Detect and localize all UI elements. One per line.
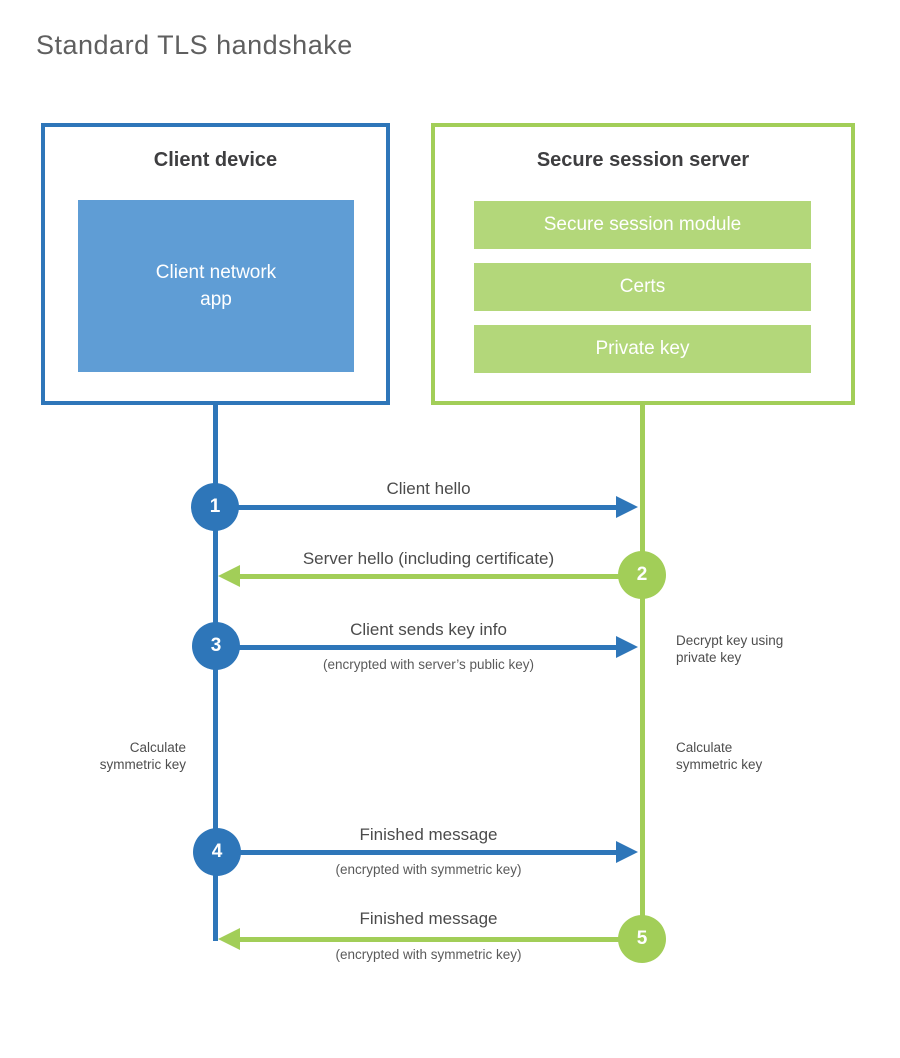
step-badge-1: 1 bbox=[191, 483, 239, 531]
client-lifeline bbox=[213, 401, 218, 941]
step-badge-4: 4 bbox=[193, 828, 241, 876]
secure-session-server-box: Secure session server Secure session mod… bbox=[431, 123, 855, 405]
arrow-server-hello bbox=[218, 565, 640, 587]
note-calc-symmetric-key-client: Calculate symmetric key bbox=[99, 740, 186, 772]
server-module-secure-session: Secure session module bbox=[474, 201, 811, 249]
step-badge-5: 5 bbox=[618, 915, 666, 963]
message-label-key-info: Client sends key info bbox=[350, 620, 507, 639]
note-calc-symmetric-key-server: Calculate symmetric key bbox=[676, 740, 763, 772]
message-label-server-hello: Server hello (including certificate) bbox=[302, 549, 555, 568]
message-label-finished-server: Finished message bbox=[359, 909, 498, 928]
arrow-finished-client bbox=[215, 841, 638, 863]
message-label-client-hello: Client hello bbox=[386, 479, 471, 498]
arrow-key-info bbox=[215, 636, 638, 658]
message-label-finished-client: Finished message bbox=[359, 825, 498, 844]
message-sublabel-finished-server: (encrypted with symmetric key) bbox=[335, 947, 522, 962]
message-sublabel-key-info: (encrypted with server’s public key) bbox=[322, 657, 535, 672]
client-network-app-label: Client network app bbox=[155, 262, 277, 310]
message-sublabel-finished-client: (encrypted with symmetric key) bbox=[335, 862, 522, 877]
server-module-private-key: Private key bbox=[474, 325, 811, 373]
step-badge-2: 2 bbox=[618, 551, 666, 599]
client-network-app-box: Client network app bbox=[78, 200, 354, 372]
page-title: Standard TLS handshake bbox=[36, 30, 353, 60]
arrow-client-hello bbox=[215, 496, 638, 518]
client-device-box: Client device Client network app bbox=[41, 123, 390, 405]
client-device-heading: Client device bbox=[153, 149, 278, 171]
step-badge-3: 3 bbox=[192, 622, 240, 670]
server-lifeline bbox=[640, 401, 645, 939]
arrow-finished-server bbox=[218, 928, 640, 950]
server-module-certs: Certs bbox=[474, 263, 811, 311]
note-decrypt-key: Decrypt key using private key bbox=[676, 633, 784, 665]
server-heading: Secure session server bbox=[536, 149, 750, 171]
